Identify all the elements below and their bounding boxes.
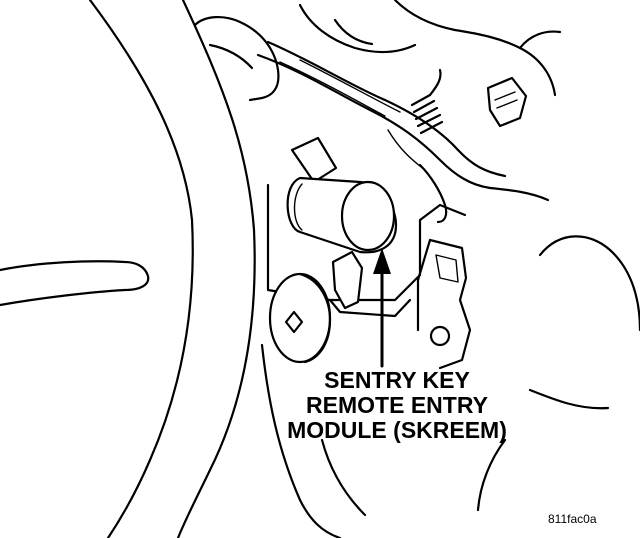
column-shroud [193,0,562,102]
side-panel [416,235,640,410]
callout-line-1: SENTRY KEY [324,367,470,393]
lower-cover [260,343,507,538]
callout-line-2: REMOTE ENTRY [306,392,488,418]
callout-line-3: MODULE (SKREEM) [287,417,507,443]
callout-arrow [373,248,391,368]
skreem-module [286,176,398,254]
module-bracket [266,136,467,318]
callout-label: SENTRY KEY REMOTE ENTRY MODULE (SKREEM) [262,368,532,443]
steering-wheel [0,0,256,538]
ignition-lock [268,272,332,364]
figure-id: 811fac0a [548,512,597,526]
spring [410,68,444,135]
wiring-harness [256,40,550,224]
connector [486,76,528,128]
